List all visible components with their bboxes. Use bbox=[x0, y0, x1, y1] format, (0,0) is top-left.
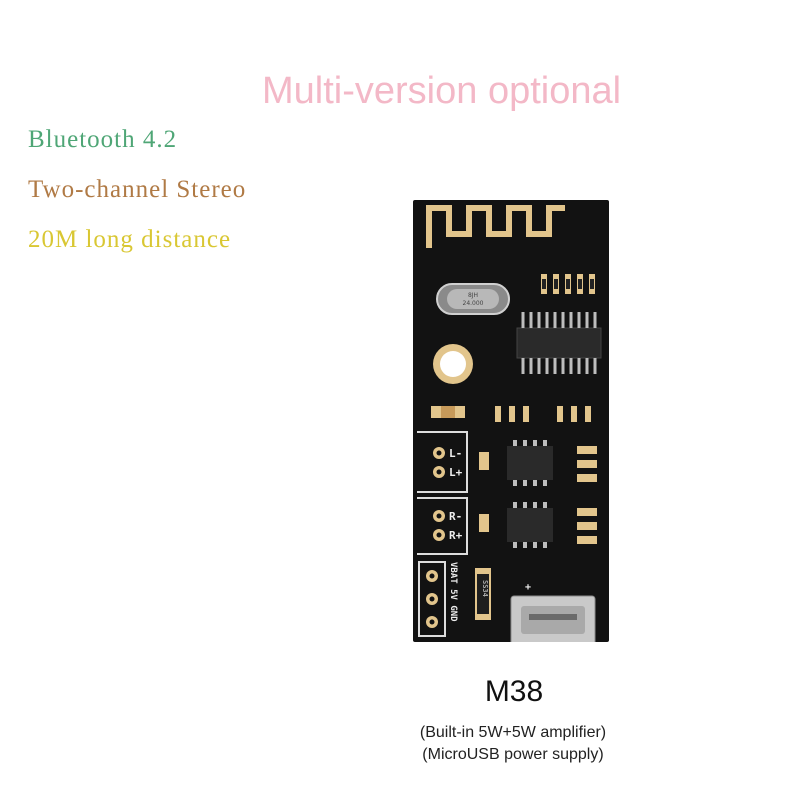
svg-text:24.000: 24.000 bbox=[463, 300, 484, 307]
note-power: (MicroUSB power supply) bbox=[422, 746, 604, 763]
diode-ss34: SS34 bbox=[475, 568, 491, 620]
svg-text:8JH: 8JH bbox=[468, 292, 478, 299]
model-label: M38 bbox=[484, 675, 544, 708]
feature-distance: 20M long distance bbox=[28, 226, 232, 253]
terminal-r-minus: R- bbox=[449, 510, 462, 523]
headline: Multi-version optional bbox=[262, 70, 622, 112]
micro-usb-port: + bbox=[510, 582, 596, 642]
feature-bluetooth: Bluetooth 4.2 bbox=[28, 126, 178, 153]
svg-text:SS34: SS34 bbox=[481, 580, 489, 597]
bluetooth-audio-board: 8JH 24.000 L- L+ R- R+ bbox=[413, 200, 609, 642]
amplifier-chip-left bbox=[507, 440, 553, 486]
svg-text:+: + bbox=[525, 582, 531, 593]
terminal-l-minus: L- bbox=[449, 447, 462, 460]
power-pin-labels: VBAT 5V GND bbox=[448, 562, 458, 622]
terminal-r-plus: R+ bbox=[449, 529, 463, 542]
feature-stereo: Two-channel Stereo bbox=[28, 176, 247, 203]
note-amplifier: (Built-in 5W+5W amplifier) bbox=[419, 724, 607, 741]
crystal-oscillator: 8JH 24.000 bbox=[436, 283, 510, 315]
main-chip bbox=[516, 312, 602, 374]
terminal-l-plus: L+ bbox=[449, 466, 463, 479]
amplifier-chip-right bbox=[507, 502, 553, 548]
